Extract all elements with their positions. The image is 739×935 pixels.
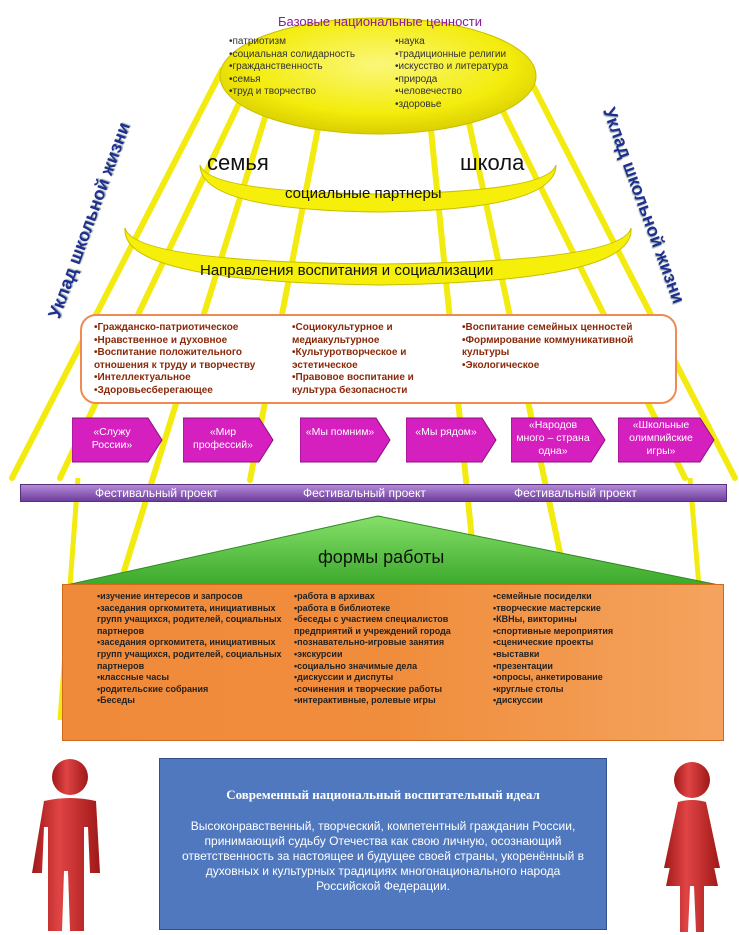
form-item: •заседания оргкомитета, инициативных гру… xyxy=(97,602,282,636)
directions-title: Направления воспитания и социализации xyxy=(200,262,494,279)
directions-col-1: •Гражданско-патриотическое •Нравственное… xyxy=(94,322,279,398)
value-item: •труд и творчество xyxy=(229,86,316,98)
male-figure-icon xyxy=(32,759,100,931)
festival-label: Фестивальный проект xyxy=(95,486,218,500)
school-label: школа xyxy=(460,150,525,175)
form-item: •опросы, анкетирование xyxy=(493,672,603,683)
form-item: •КВНы, викторины xyxy=(493,614,577,625)
values-oval xyxy=(219,17,537,135)
project-arrow: «Мир профессий» xyxy=(183,416,275,464)
directions-col-2: •Социокультурное и медиакультурное •Куль… xyxy=(292,322,452,398)
form-item: •экскурсии xyxy=(294,648,343,659)
project-arrow: «Служу России» xyxy=(72,416,164,464)
direction-item: •Нравственное и духовное xyxy=(94,334,228,346)
direction-item: •Гражданско-патриотическое xyxy=(94,322,239,333)
forms-col-2: •работа в архивах •работа в библиотеке •… xyxy=(294,591,484,707)
form-item: •работа в библиотеке xyxy=(294,602,391,613)
form-item: •классные часы xyxy=(97,672,170,683)
ideal-box: Современный национальный воспитательный … xyxy=(159,758,607,930)
project-arrow: «Мы помним» xyxy=(300,416,392,464)
forms-box: •изучение интересов и запросов •заседани… xyxy=(62,584,724,741)
value-item: •здоровье xyxy=(395,98,442,110)
direction-item: •Интеллектуальное xyxy=(94,372,191,384)
project-arrow: «Народов много – страна одна» xyxy=(511,416,607,464)
value-item: •искусство и литература xyxy=(395,61,509,73)
form-item: •изучение интересов и запросов xyxy=(97,591,243,601)
directions-col-3: •Воспитание семейных ценностей •Формиров… xyxy=(462,322,662,372)
value-item: •человечество xyxy=(395,86,462,98)
form-item: •семейные посиделки xyxy=(493,591,592,601)
female-figure-icon xyxy=(664,762,720,932)
value-item: •гражданственность xyxy=(229,61,323,73)
direction-item: •Правовое воспитание и культура безопасн… xyxy=(292,372,414,396)
family-school-arc xyxy=(199,164,557,213)
values-left-list: •патриотизм •социальная солидарность •гр… xyxy=(229,36,355,99)
value-item: •семья xyxy=(229,73,261,85)
direction-item: •Экологическое xyxy=(462,359,540,371)
direction-item: •Здоровьесберегающее xyxy=(94,384,213,396)
project-label: «Народов много – страна одна» xyxy=(516,419,590,457)
value-item: •природа xyxy=(395,73,438,85)
form-item: •социально значимые дела xyxy=(294,660,418,671)
value-item: •социальная солидарность xyxy=(229,48,356,60)
form-item: •Беседы xyxy=(97,695,135,706)
project-arrow: «Мы рядом» xyxy=(406,416,498,464)
value-item: •патриотизм xyxy=(229,36,286,47)
project-label: «Школьные олимпийские игры» xyxy=(629,419,693,457)
forms-title: формы работы xyxy=(318,547,445,567)
ideal-text: Высоконравственный, творческий, компетен… xyxy=(181,819,585,893)
project-label: «Мы помним» xyxy=(305,426,375,438)
festival-bar: Фестивальный проект Фестивальный проект … xyxy=(20,484,727,502)
form-item: •презентации xyxy=(493,660,553,671)
direction-item: •Социокультурное и медиакультурное xyxy=(292,322,393,346)
forms-col-1: •изучение интересов и запросов •заседани… xyxy=(97,591,287,707)
form-item: •дискуссии и диспуты xyxy=(294,672,394,683)
form-item: •беседы с участием специалистов предприя… xyxy=(294,614,451,636)
form-item: •интерактивные, ролевые игры xyxy=(294,695,436,706)
directions-box: •Гражданско-патриотическое •Нравственное… xyxy=(80,314,677,404)
direction-item: •Воспитание положительного отношения к т… xyxy=(94,347,256,371)
project-label: «Мы рядом» xyxy=(415,426,477,438)
forms-col-3: •семейные посиделки •творческие мастерск… xyxy=(493,591,693,707)
form-item: •работа в архивах xyxy=(294,591,375,601)
values-right-list: •наука •традиционные религии •искусство … xyxy=(395,36,508,112)
form-item: •творческие мастерские xyxy=(493,602,601,613)
value-item: •наука xyxy=(395,36,425,47)
directions-arc xyxy=(124,227,632,286)
family-label: семья xyxy=(207,150,269,175)
form-item: •сочинения и творческие работы xyxy=(294,683,443,694)
form-item: •познавательно-игровые занятия xyxy=(294,637,445,648)
direction-item: •Воспитание семейных ценностей xyxy=(462,322,633,333)
ideal-title: Современный национальный воспитательный … xyxy=(226,787,540,802)
project-label: «Служу России» xyxy=(91,426,133,451)
festival-label: Фестивальный проект xyxy=(514,486,637,500)
project-label: «Мир профессий» xyxy=(193,426,253,451)
form-item: •родительские собрания xyxy=(97,683,209,694)
form-item: •дискуссии xyxy=(493,695,543,706)
form-item: •круглые столы xyxy=(493,683,564,694)
direction-item: •Культуротворческое и эстетическое xyxy=(292,347,407,371)
form-item: •выставки xyxy=(493,648,540,659)
project-arrow: «Школьные олимпийские игры» xyxy=(618,416,716,464)
form-item: •заседания оргкомитета, инициативных гру… xyxy=(97,637,282,671)
partners-label: социальные партнеры xyxy=(285,185,442,202)
direction-item: •Формирование коммуникативной культуры xyxy=(462,334,634,359)
form-item: •спортивные мероприятия xyxy=(493,625,614,636)
festival-label: Фестивальный проект xyxy=(303,486,426,500)
form-item: •сценические проекты xyxy=(493,637,594,648)
value-item: •традиционные религии xyxy=(395,48,507,60)
values-title: Базовые национальные ценности xyxy=(277,14,483,29)
